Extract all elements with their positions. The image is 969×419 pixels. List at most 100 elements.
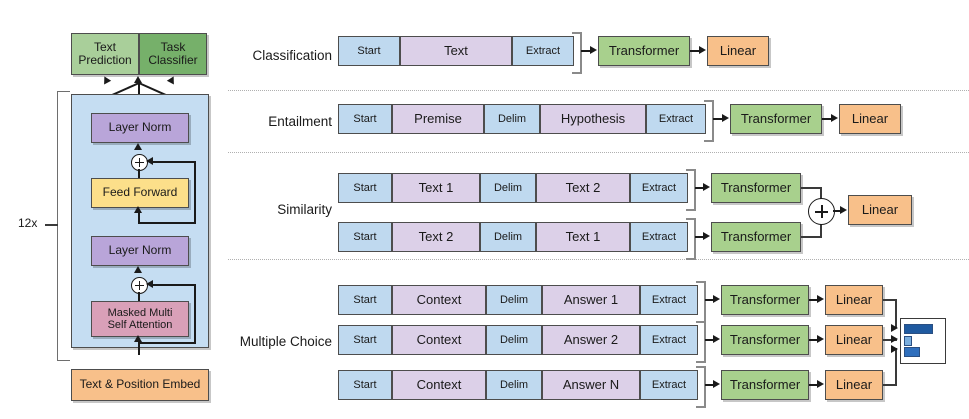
bracket-to-transformer-line [695,187,706,189]
ln-bottom-in-arrow [134,266,142,273]
transformer-to-linear-line [809,384,820,386]
mc-route-top [883,299,897,301]
token-extract: Extract [512,36,574,66]
token-label: Extract [651,378,687,391]
token-label: Extract [651,293,687,306]
attn-skip-right [194,284,196,343]
token-label: Start [357,44,381,57]
merge-line-top [801,187,822,189]
attn-skip-top [150,284,196,286]
linear-block: Linear [825,285,883,315]
token-delim: Delim [480,173,536,203]
token-label: Start [353,112,377,125]
token-text1: Text 1 [536,222,630,252]
token-label: Delim [499,293,529,306]
bracket-to-transformer-line [705,384,716,386]
transformer-to-linear-arrow [699,46,706,54]
sequence-bracket [704,100,714,142]
text-prediction-head: Text Prediction [71,33,139,75]
transformer-label: Transformer [729,376,801,392]
token-label: Text 2 [418,228,454,244]
transformer-to-linear-line [822,118,834,120]
similarity-sum-node [808,198,835,225]
token-label: Delim [493,181,523,194]
task-classifier-label: Task Classifier [148,39,198,67]
attn-in-arrow [134,335,142,342]
text-prediction-label: Text Prediction [78,39,132,67]
masked-self-attention-block: Masked Multi Self Attention [91,301,189,337]
attn-in-line [138,341,140,355]
ff-in-arrow [134,206,142,213]
token-label: Extract [641,230,677,243]
separator-1 [228,90,969,91]
token-extract: Extract [640,370,698,400]
token-label: Start [353,333,377,346]
token-delim: Delim [484,104,540,134]
linear-block: Linear [707,36,769,66]
plus-v-bar-top [138,158,141,167]
transformer-to-linear-arrow [817,335,824,343]
repeat-count-label: 12x [18,216,38,230]
transformer-to-linear-arrow [817,380,824,388]
token-answer: Answer 1 [542,285,640,315]
token-answer: Answer 2 [542,325,640,355]
transformer-label: Transformer [740,110,812,126]
bracket-to-transformer-arrow [713,335,720,343]
linear-label: Linear [835,291,873,307]
token-label: Extract [641,181,677,194]
token-label: Start [353,378,377,391]
transformer-block: Transformer [598,36,690,66]
bracket-to-transformer-line [713,118,725,120]
token-label: Delim [493,230,523,243]
token-label: Start [353,181,377,194]
bracket-to-transformer-line [705,299,716,301]
transformer-block: Transformer [730,104,822,134]
transformer-label: Transformer [729,291,801,307]
layer-norm-bottom-label: Layer Norm [108,243,172,258]
mc-route-mid [883,339,897,341]
ln-top-in-arrow [134,143,142,150]
token-label: Answer N [562,376,620,392]
bracket-to-transformer-line [705,339,716,341]
sequence-bracket [572,32,582,74]
task-label-classification: Classification [252,48,332,63]
token-label: Text [444,42,468,58]
merge-line-bottom [801,236,822,238]
transformer-to-linear-line [690,50,702,52]
linear-block: Linear [848,195,912,225]
token-answer: Answer N [542,370,640,400]
token-label: Premise [414,110,462,126]
token-extract: Extract [630,173,688,203]
linear-label: Linear [719,42,757,58]
bracket-to-transformer-arrow [703,232,710,240]
token-hypothesis: Hypothesis [540,104,646,134]
linear-block: Linear [825,325,883,355]
head-split-arrow-left [100,74,112,85]
token-label: Context [416,376,462,392]
token-label: Extract [525,44,561,57]
token-context: Context [392,285,486,315]
stack-top-line [138,82,140,94]
sequence-bracket [686,218,696,260]
token-text2: Text 2 [392,222,480,252]
task-label-entailment: Entailment [268,114,332,129]
sum-to-linear-line [833,210,843,212]
token-context: Context [392,370,486,400]
transformer-to-linear-arrow [831,114,838,122]
mc-arrow-bar1 [891,324,898,332]
token-text2: Text 2 [536,173,630,203]
token-text: Text [400,36,512,66]
feed-forward-label: Feed Forward [102,185,178,200]
token-label: Text 1 [565,228,601,244]
token-extract: Extract [630,222,688,252]
transformer-label: Transformer [729,331,801,347]
stack-top-arrow [134,76,142,83]
text-position-embed-block: Text & Position Embed [71,369,209,401]
ff-skip-top [150,161,196,163]
token-label: Hypothesis [560,110,626,126]
token-context: Context [392,325,486,355]
token-extract: Extract [640,285,698,315]
bracket-to-transformer-arrow [713,295,720,303]
ff-in-line [138,212,140,224]
bracket-to-transformer-arrow [713,380,720,388]
